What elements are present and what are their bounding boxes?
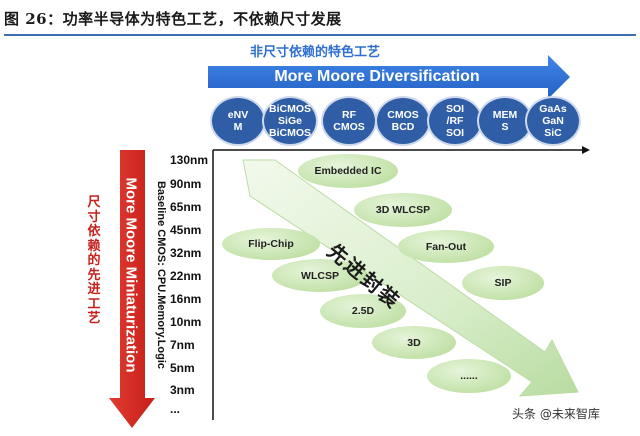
- node-label: 90nm: [170, 177, 202, 191]
- pkg-fan-out: Fan-Out: [398, 230, 494, 263]
- diversification-label-cn: 非尺寸依赖的特色工艺: [250, 45, 381, 60]
- node-label: 65nm: [170, 200, 202, 214]
- tech-oval-gaas-gan-sic: GaAs GaN SiC: [525, 96, 581, 146]
- node-label: 3nm: [170, 383, 195, 397]
- node-label: 7nm: [170, 338, 195, 352]
- packaging-arrow: [242, 159, 579, 397]
- node-label: 130nm: [170, 153, 209, 167]
- baseline-cmos-label: Baseline CMOS: CPU.Memory.Logic: [155, 180, 167, 370]
- diversification-label-en: More Moore Diversification: [274, 68, 480, 85]
- pkg-more: ......: [427, 359, 511, 393]
- figure-title: 图 26：功率半导体为特色工艺，不依赖尺寸发展: [4, 10, 342, 28]
- miniaturization-arrow: [109, 150, 155, 428]
- node-label: 5nm: [170, 361, 195, 375]
- pkg-flip-chip: Flip-Chip: [222, 228, 320, 260]
- node-label: 32nm: [170, 246, 202, 260]
- miniaturization-label-en: More Moore Miniaturization: [122, 177, 140, 373]
- tech-oval-bicmos: BiCMOS SiGe BiCMOS: [262, 96, 318, 146]
- diversification-arrow: [208, 55, 570, 99]
- tech-oval-envm: eNV M: [210, 96, 266, 146]
- tech-oval-soi: SOI /RF SOI: [427, 96, 483, 146]
- pkg-2-5d: 2.5D: [320, 294, 406, 328]
- pkg-3d: 3D: [372, 326, 456, 359]
- tech-oval-rf-cmos: RF CMOS: [321, 96, 377, 146]
- pkg-wlcsp: WLCSP: [272, 259, 368, 292]
- node-label: 16nm: [170, 292, 202, 306]
- pkg-3d-wlcsp: 3D WLCSP: [354, 193, 452, 227]
- pkg-sip: SIP: [462, 266, 544, 300]
- node-label: 10nm: [170, 315, 202, 329]
- watermark: 头条 @未来智库: [512, 407, 600, 421]
- pkg-embedded-ic: Embedded IC: [298, 154, 398, 188]
- x-axis-arrowhead: [582, 146, 590, 154]
- tech-oval-cmos-bcd: CMOS BCD: [375, 96, 431, 146]
- node-label: ...: [170, 402, 181, 416]
- miniaturization-label-cn: 尺寸依赖的先进工艺: [87, 195, 101, 326]
- node-label: 22nm: [170, 269, 202, 283]
- node-label: 45nm: [170, 223, 202, 237]
- title-rule: [4, 34, 636, 36]
